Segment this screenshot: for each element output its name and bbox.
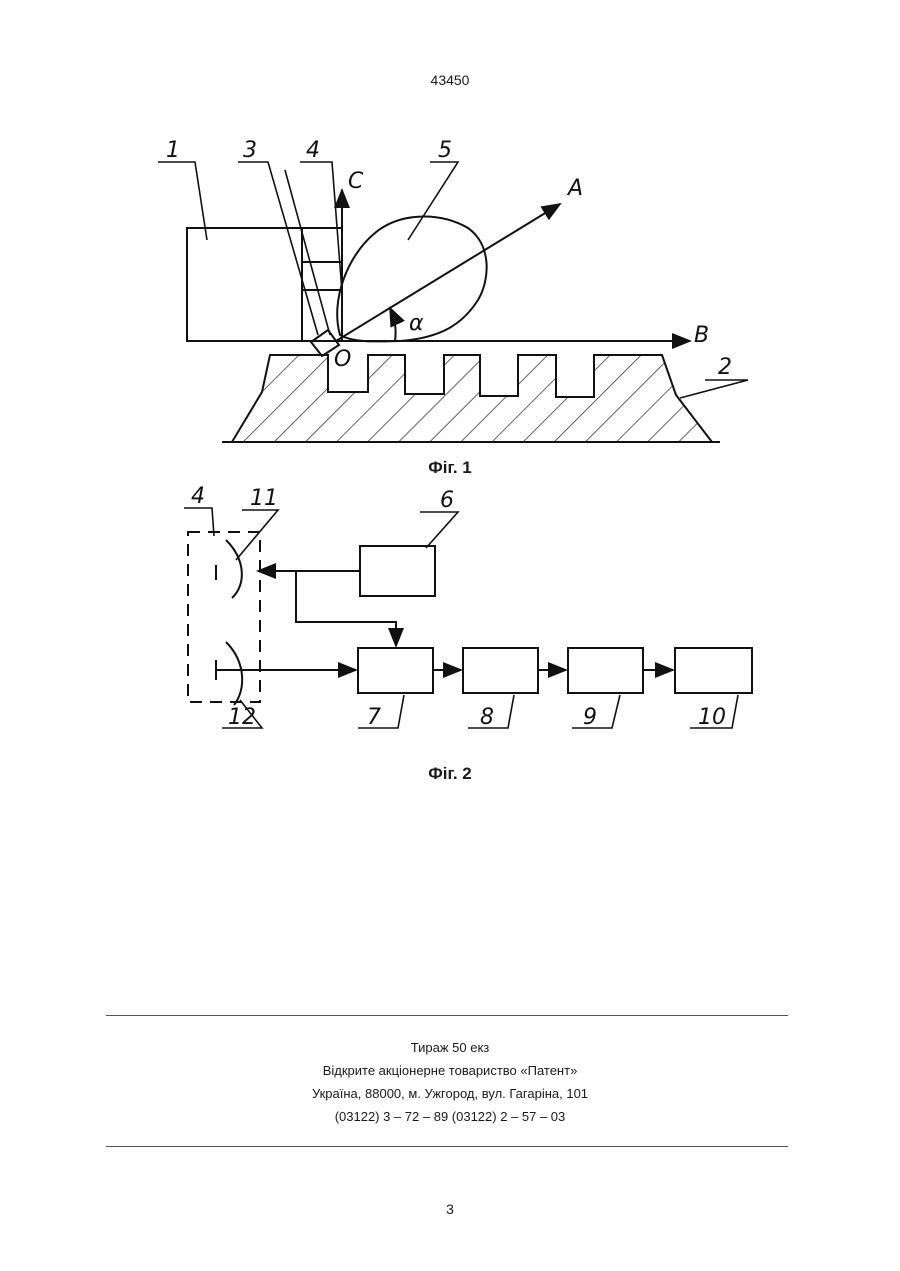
label-7: 7 bbox=[367, 705, 381, 730]
label-axis-b: B bbox=[694, 323, 709, 348]
label-3: 3 bbox=[243, 138, 257, 163]
figure-2-labels: 4 11 6 12 7 8 9 10 bbox=[191, 484, 726, 730]
label-origin: O bbox=[334, 347, 351, 372]
label-11: 11 bbox=[250, 486, 278, 511]
imprint-address: Україна, 88000, м. Ужгород, вул. Гагарін… bbox=[0, 1082, 900, 1105]
workpiece-2 bbox=[232, 355, 712, 442]
label-10: 10 bbox=[698, 705, 726, 730]
patent-drawings: 1 3 4 5 C A B O α 2 bbox=[0, 0, 900, 800]
figure-2 bbox=[184, 508, 752, 728]
imprint-circulation: Тираж 50 екз bbox=[0, 1036, 900, 1059]
block-8 bbox=[463, 648, 538, 693]
divider-bottom bbox=[106, 1146, 788, 1147]
label-12: 12 bbox=[228, 705, 256, 730]
block-9 bbox=[568, 648, 643, 693]
imprint-phones: (03122) 3 – 72 – 89 (03122) 2 – 57 – 03 bbox=[0, 1105, 900, 1128]
block-1 bbox=[187, 228, 302, 341]
label-1: 1 bbox=[166, 138, 180, 163]
figure-1-labels: 1 3 4 5 C A B O α 2 bbox=[166, 138, 732, 380]
label-angle-alpha: α bbox=[409, 311, 424, 336]
label-2: 2 bbox=[718, 355, 732, 380]
label-9: 9 bbox=[583, 705, 597, 730]
label-6: 6 bbox=[440, 488, 454, 513]
imprint-publisher: Відкрите акціонерне товариство «Патент» bbox=[0, 1059, 900, 1082]
block-10 bbox=[675, 648, 752, 693]
block-6 bbox=[360, 546, 435, 596]
part-3 bbox=[302, 228, 342, 341]
label-5: 5 bbox=[438, 138, 452, 163]
imprint-block: Тираж 50 екз Відкрите акціонерне товарис… bbox=[0, 1036, 900, 1128]
label-4: 4 bbox=[306, 138, 320, 163]
label-axis-a: A bbox=[566, 176, 583, 201]
label-axis-c: C bbox=[348, 169, 364, 194]
divider-top bbox=[106, 1015, 788, 1016]
figure-1-caption: Фіг. 1 bbox=[0, 458, 900, 478]
figure-2-caption: Фіг. 2 bbox=[0, 764, 900, 784]
block-7 bbox=[358, 648, 433, 693]
label-8: 8 bbox=[480, 705, 494, 730]
label-4-fig2: 4 bbox=[191, 484, 205, 509]
figure-1 bbox=[158, 162, 748, 442]
enclosure-4 bbox=[188, 532, 260, 702]
page-number: 3 bbox=[0, 1201, 900, 1217]
